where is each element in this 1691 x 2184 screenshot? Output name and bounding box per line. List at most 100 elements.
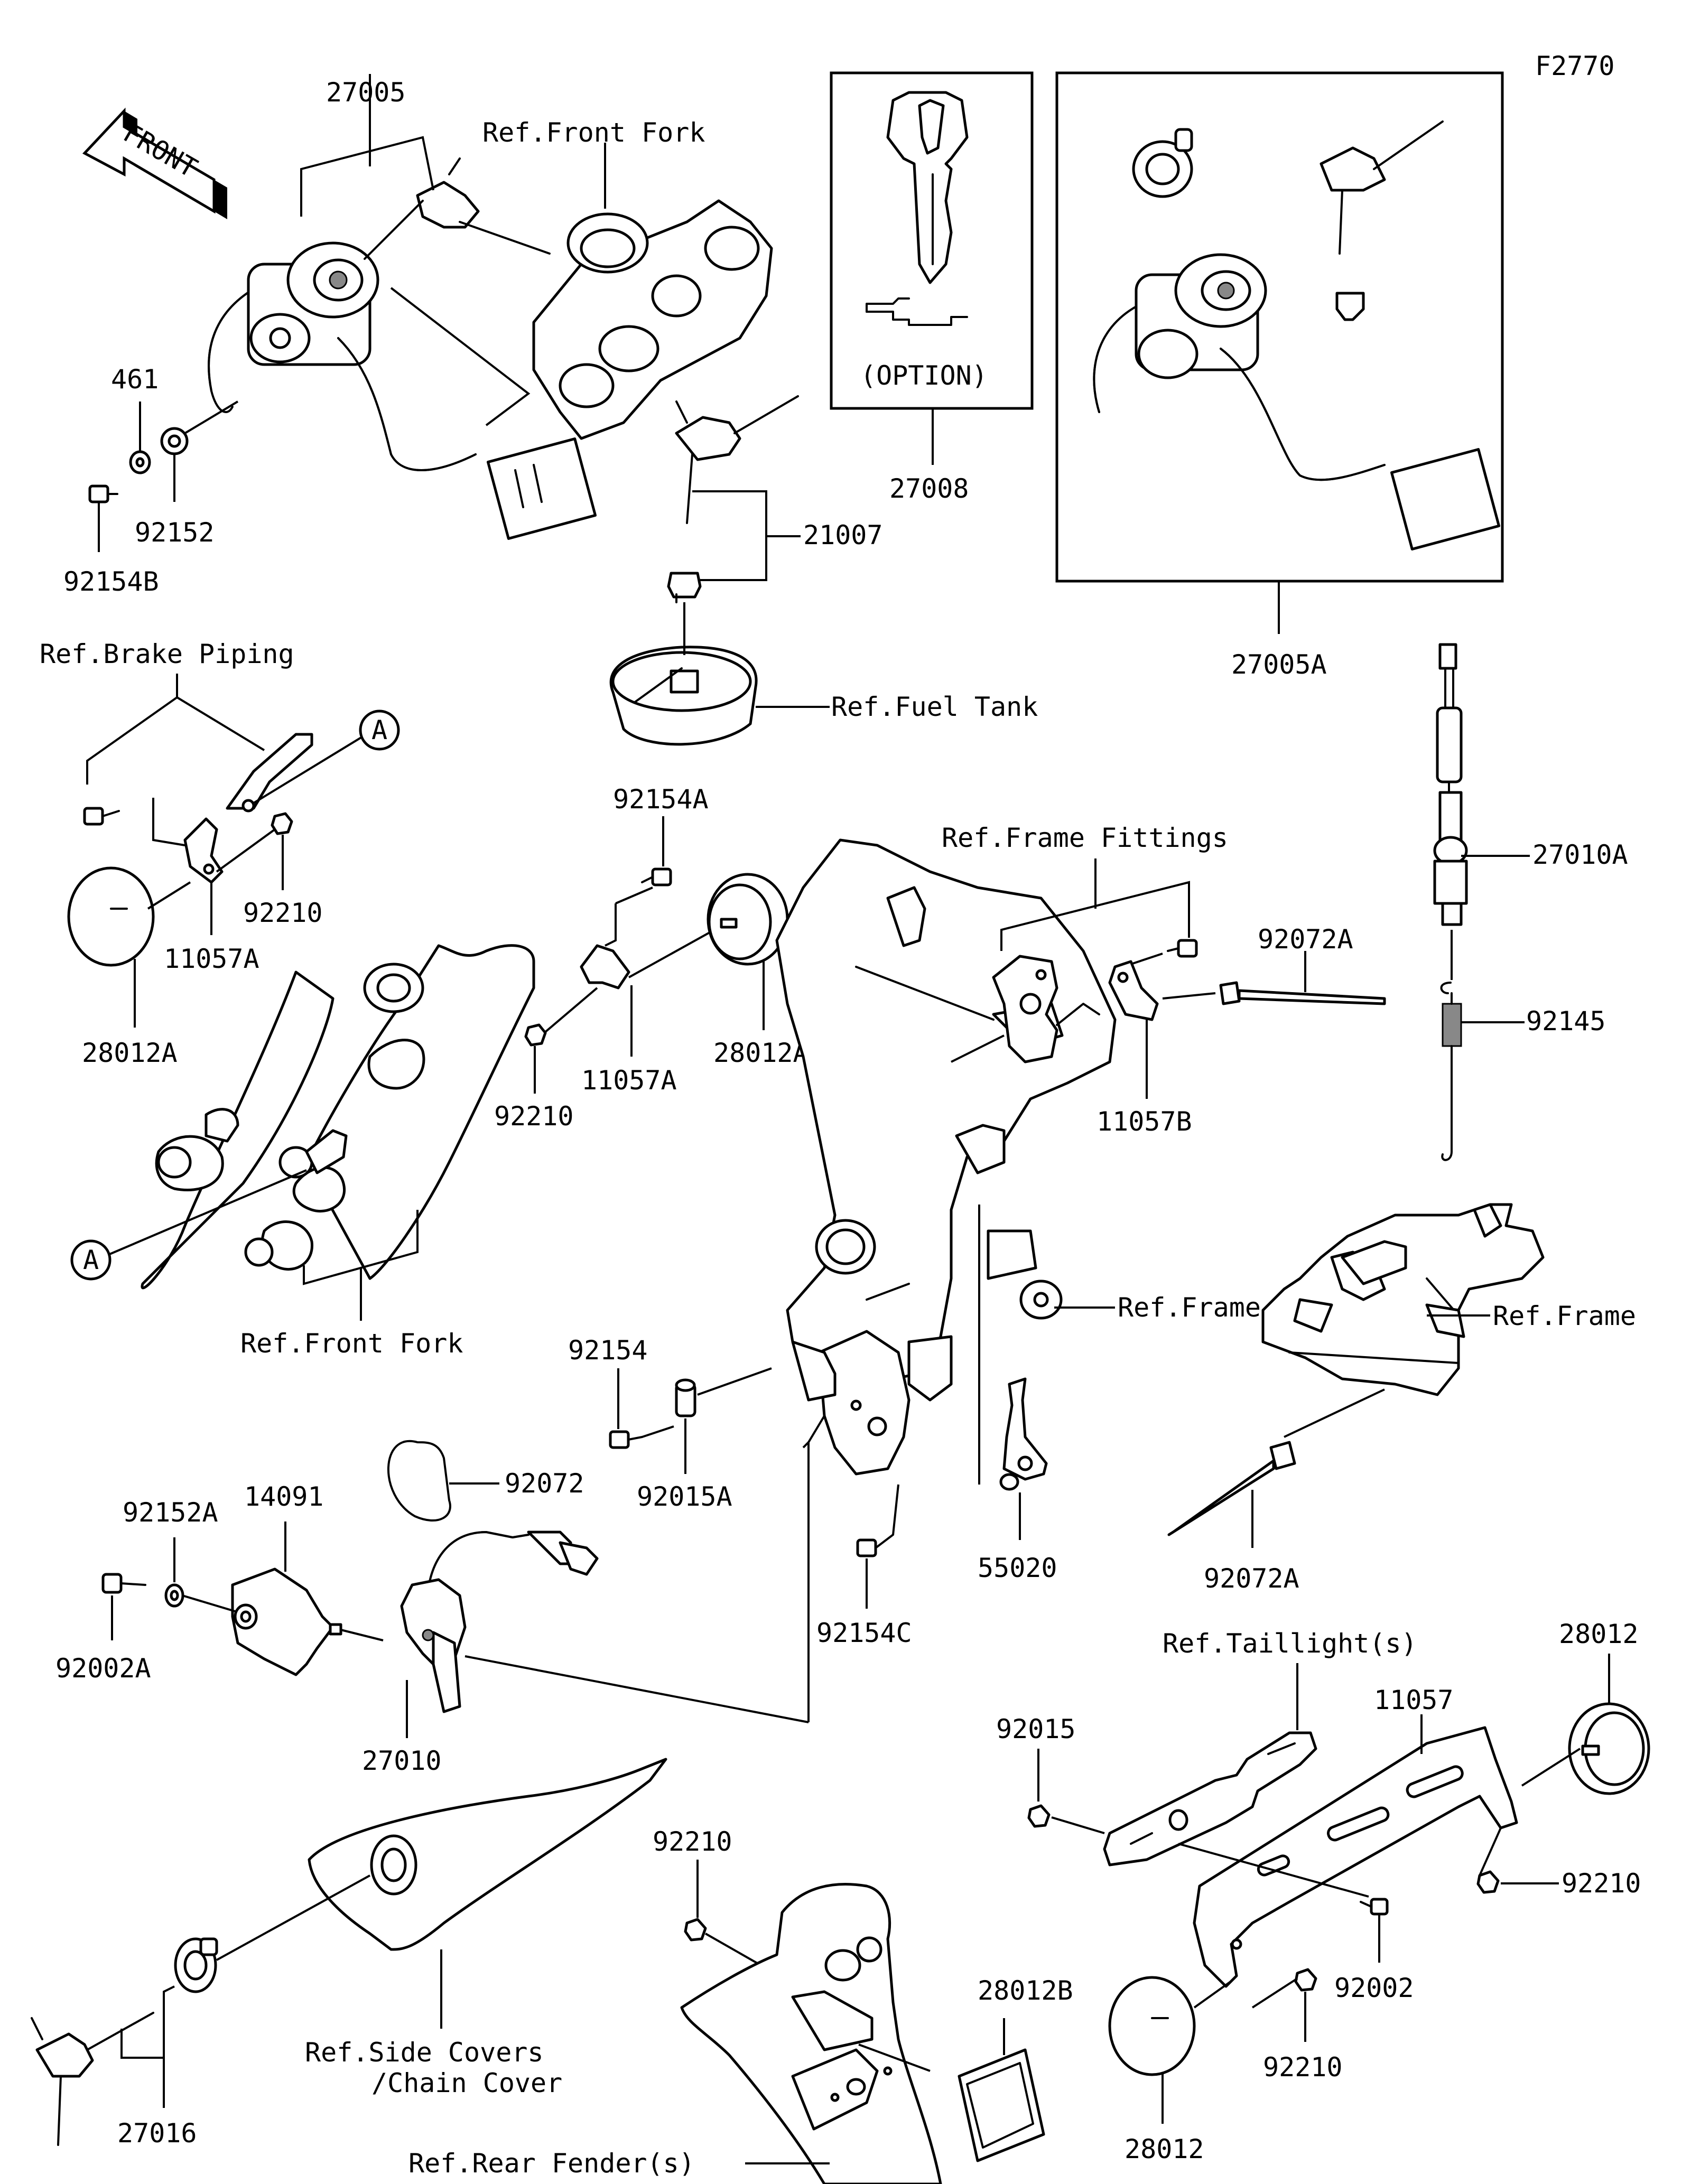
bolt-brake-icon bbox=[83, 807, 120, 826]
label-27010: 27010 bbox=[362, 1746, 442, 1776]
front-fork-icon bbox=[141, 944, 535, 1290]
label-28012b: 28012B bbox=[978, 1975, 1073, 2006]
label-92002a: 92002A bbox=[55, 1653, 151, 1684]
bolt-92154c-icon bbox=[856, 1534, 894, 1557]
lock-barrel-icon bbox=[1132, 128, 1193, 198]
label-92072a-bottom: 92072A bbox=[1204, 1563, 1299, 1594]
bracket-frame-fittings-icon bbox=[992, 955, 1100, 1063]
label-92154: 92154 bbox=[568, 1335, 648, 1366]
reflector-28012b-icon bbox=[958, 2048, 1045, 2162]
reflector-28012-bottom-icon bbox=[1108, 1976, 1196, 2076]
nut-92152-icon bbox=[160, 427, 189, 455]
callout-a-top: A bbox=[359, 710, 400, 751]
cable-tie-92072a-bottom-icon bbox=[1167, 1441, 1296, 1536]
label-27005: 27005 bbox=[326, 77, 406, 108]
label-11057b: 11057B bbox=[1097, 1106, 1192, 1137]
label-14091: 14091 bbox=[244, 1481, 324, 1512]
lock-cylinder-21007-icon bbox=[667, 572, 702, 603]
label-92154a: 92154A bbox=[613, 784, 709, 815]
label-92154b: 92154B bbox=[63, 566, 159, 597]
nut-92210-left-icon bbox=[271, 812, 293, 835]
washer-92015-icon bbox=[1027, 1804, 1051, 1828]
key-21007-icon bbox=[675, 395, 799, 524]
label-92015a: 92015A bbox=[637, 1481, 732, 1512]
key-set-27005a-icon bbox=[1320, 120, 1444, 255]
ref-frame-fittings: Ref.Frame Fittings bbox=[942, 823, 1228, 853]
ref-front-fork-top: Ref.Front Fork bbox=[482, 117, 705, 148]
brake-pipe-clamp-icon bbox=[226, 733, 313, 813]
stay-55020-icon bbox=[999, 1377, 1048, 1491]
label-28012a-mid: 28012A bbox=[713, 1038, 809, 1068]
bracket-11057b-icon bbox=[1108, 960, 1159, 1021]
label-55020: 55020 bbox=[978, 1553, 1057, 1583]
bolt-92154a-icon bbox=[641, 867, 672, 886]
label-28012-top: 28012 bbox=[1559, 1619, 1639, 1649]
label-92152a: 92152A bbox=[123, 1497, 218, 1528]
svg-text:A: A bbox=[371, 715, 387, 745]
fuel-cap-icon bbox=[609, 646, 758, 746]
label-28012a-left: 28012A bbox=[82, 1038, 178, 1068]
collar-92015a-icon bbox=[675, 1378, 696, 1417]
ignition-switch-27005a-icon bbox=[1093, 253, 1501, 550]
front-arrow-icon: FRONT bbox=[82, 107, 227, 219]
cable-tie-92072a-top-icon bbox=[1219, 981, 1386, 1005]
label-92210-right: 92210 bbox=[1562, 1868, 1641, 1899]
ref-taillights: Ref.Taillight(s) bbox=[1163, 1628, 1417, 1659]
label-21007: 21007 bbox=[803, 520, 883, 550]
label-92072: 92072 bbox=[505, 1468, 584, 1499]
rear-fender-icon bbox=[680, 1883, 942, 2184]
spring-92145-icon bbox=[1440, 982, 1462, 1161]
washer-461-icon bbox=[129, 450, 151, 474]
upper-triple-clamp-icon bbox=[532, 199, 773, 440]
ignition-switch-assembly-icon bbox=[208, 241, 597, 540]
label-27010a: 27010A bbox=[1532, 839, 1628, 870]
cover-14091-icon bbox=[231, 1567, 342, 1676]
label-28012-bottom: 28012 bbox=[1125, 2134, 1204, 2164]
reflector-28012a-left-icon bbox=[67, 866, 155, 967]
bolt-92002-icon bbox=[1360, 1898, 1389, 1916]
nut-92210-fender-icon bbox=[684, 1918, 707, 1942]
bracket-11057a-mid-icon bbox=[580, 944, 630, 990]
reflector-28012-top-icon bbox=[1568, 1702, 1650, 1795]
reflector-28012a-mid-icon bbox=[707, 873, 789, 966]
ref-front-fork-bottom: Ref.Front Fork bbox=[240, 1328, 463, 1359]
lock-cylinder-27005a-icon bbox=[1335, 292, 1365, 321]
nut-92210-right-icon bbox=[1476, 1870, 1500, 1894]
frame-rear-section-icon bbox=[1261, 1203, 1545, 1396]
ref-side-covers: Ref.Side Covers bbox=[305, 2037, 544, 2068]
washer-92152a-icon bbox=[164, 1583, 184, 1608]
frame-center-icon bbox=[775, 838, 1117, 1476]
callout-a-bottom: A bbox=[70, 1239, 112, 1281]
label-27008: 27008 bbox=[889, 473, 969, 504]
label-461: 461 bbox=[111, 364, 159, 395]
clamp-92072-icon bbox=[387, 1440, 451, 1522]
label-92210-bottom: 92210 bbox=[1263, 2052, 1343, 2083]
label-92210-fender: 92210 bbox=[653, 1826, 732, 1857]
nut-92210-mid-icon bbox=[524, 1023, 547, 1047]
label-11057a-mid: 11057A bbox=[581, 1065, 677, 1096]
label-27016: 27016 bbox=[117, 2118, 197, 2149]
label-92145: 92145 bbox=[1526, 1006, 1606, 1037]
blank-key-icon bbox=[886, 91, 969, 284]
taillight-bracket-icon bbox=[1103, 1731, 1317, 1866]
label-92210-mid: 92210 bbox=[494, 1101, 574, 1132]
label-92152: 92152 bbox=[135, 517, 215, 548]
label-92072a-top: 92072A bbox=[1258, 924, 1353, 955]
ref-brake-piping: Ref.Brake Piping bbox=[40, 639, 294, 669]
ref-frame-center: Ref.Frame bbox=[1118, 1292, 1261, 1323]
chain-cover: /Chain Cover bbox=[371, 2068, 562, 2098]
option-label: (OPTION) bbox=[860, 360, 988, 391]
label-92210-left: 92210 bbox=[243, 898, 323, 928]
label-92154c: 92154C bbox=[816, 1618, 912, 1648]
side-cover-icon bbox=[308, 1758, 667, 1951]
bracket-11057a-left-icon bbox=[183, 817, 224, 884]
figure-code: F2770 bbox=[1535, 51, 1615, 81]
label-92002: 92002 bbox=[1334, 1973, 1414, 2003]
switch-27010-icon bbox=[400, 1530, 599, 1713]
label-11057a-left: 11057A bbox=[164, 944, 259, 974]
label-27005a: 27005A bbox=[1231, 649, 1327, 680]
bolt-frame-fittings-icon bbox=[1167, 939, 1198, 958]
key-27016-icon bbox=[31, 2012, 154, 2146]
nut-92210-bottom-icon bbox=[1294, 1968, 1317, 1992]
